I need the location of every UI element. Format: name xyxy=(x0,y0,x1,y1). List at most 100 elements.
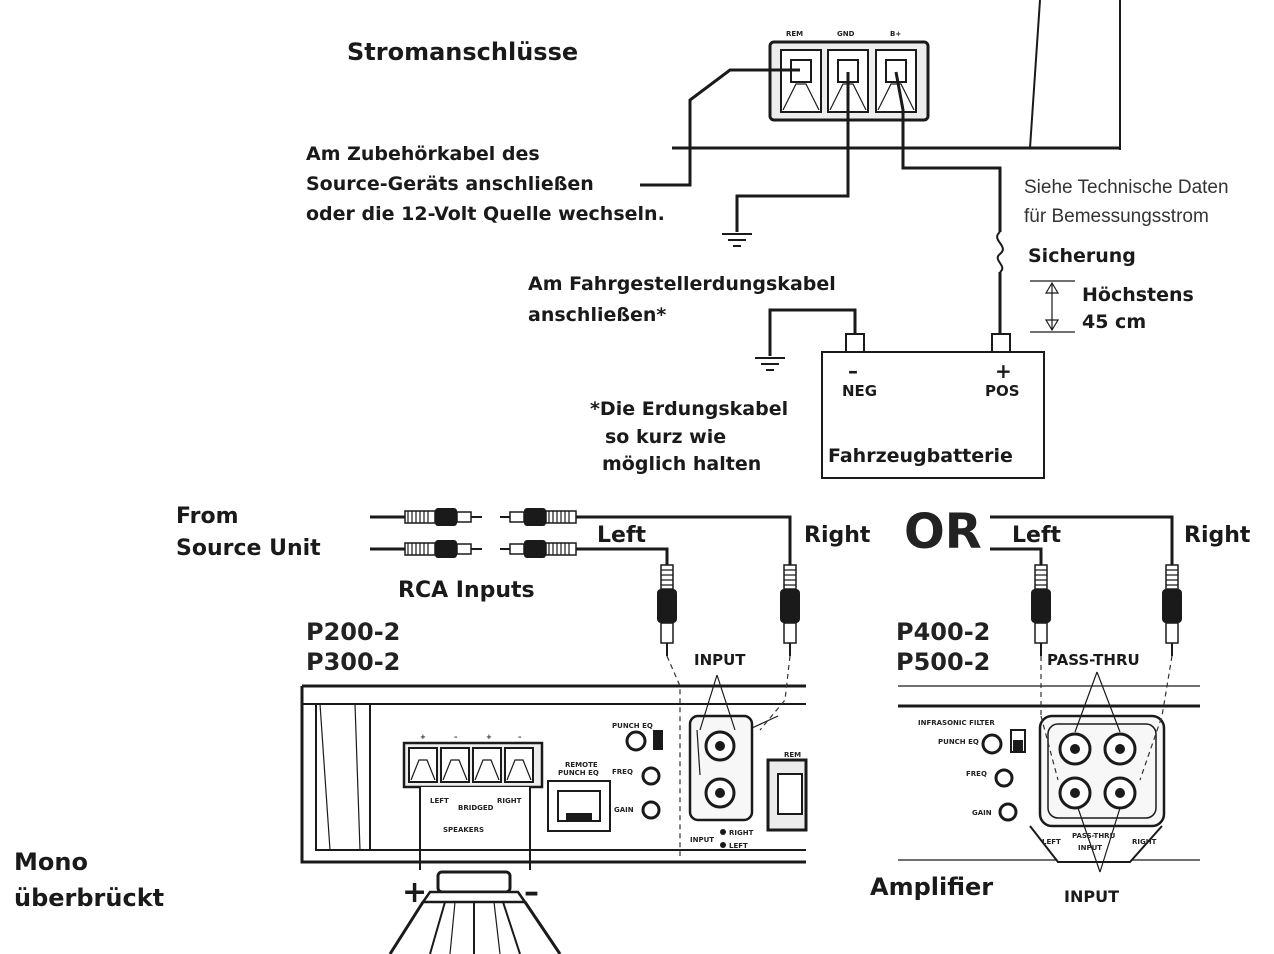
amp-right-body xyxy=(898,685,1200,861)
right-bottom-left: LEFT xyxy=(1042,838,1061,846)
spk-sign-2: – xyxy=(454,733,458,741)
gain-label: GAIN xyxy=(614,806,634,814)
gnd-wire xyxy=(735,72,850,232)
amplifier-label: Amplifier xyxy=(870,873,993,901)
remote-eq-jack-inner xyxy=(566,813,592,821)
battery-neg-label: NEG xyxy=(842,382,877,400)
amp-left-next-terminal xyxy=(777,773,803,815)
speaker-terminal-block xyxy=(402,741,544,851)
right-bottom-passthru: PASS-THRU xyxy=(1072,832,1116,840)
spec-note-1: Siehe Technische Daten xyxy=(1024,177,1229,198)
rca-plug-left-amp-1 xyxy=(657,564,677,656)
amp-left-dash-1 xyxy=(666,655,681,856)
amp-right-knobs xyxy=(981,729,1026,822)
rca-left-label-2: Left xyxy=(1012,523,1062,548)
remote-note-3: oder die 12-Volt Quelle wechseln. xyxy=(306,203,665,225)
amp-right-model-2: P500-2 xyxy=(896,648,990,676)
right-dot-icon xyxy=(720,829,726,835)
distance-indicator xyxy=(1030,280,1075,333)
terminal-rem-label: REM xyxy=(786,30,803,38)
woofer-plus-sign: + xyxy=(402,875,427,910)
amp-left-knobs xyxy=(625,730,663,820)
rem-wire xyxy=(640,68,800,187)
punch-eq-label: PUNCH EQ xyxy=(612,722,653,730)
spk-sub-left: LEFT xyxy=(430,797,449,805)
punch-eq-label-2: PUNCH EQ xyxy=(938,738,979,746)
remote-label-2: PUNCH EQ xyxy=(558,769,599,777)
left-small-label: LEFT xyxy=(729,842,748,850)
input-small-label: INPUT xyxy=(690,836,714,844)
power-terminal-block xyxy=(768,40,930,122)
left-dot-icon xyxy=(720,842,726,848)
terminal-bplus-label: B+ xyxy=(890,30,901,38)
rca-left-label: Left xyxy=(597,523,647,548)
rca-inputs-label: RCA Inputs xyxy=(398,578,535,603)
ground-note-1: *Die Erdungskabel xyxy=(590,398,788,420)
spk-sub-bridged: BRIDGED xyxy=(458,804,494,812)
battery-neg-sign: – xyxy=(848,359,858,383)
fuse-label: Sicherung xyxy=(1028,245,1136,267)
rca-connector-pair-top xyxy=(370,508,577,526)
amp-right-input-label: INPUT xyxy=(1064,887,1119,906)
amp-left-input-panel xyxy=(688,674,779,822)
rca-plug-right-amp-1 xyxy=(1031,564,1051,656)
chassis-ground-wire xyxy=(768,308,857,356)
freq-label: FREQ xyxy=(612,768,633,776)
rca-plug-right-amp-2 xyxy=(1162,564,1182,656)
rca-right-label-2: Right xyxy=(1184,523,1251,548)
fuse-icon xyxy=(996,231,1004,273)
right-small-label: RIGHT xyxy=(729,829,754,837)
freq-label-2: FREQ xyxy=(966,770,987,778)
mono-label-2: überbrückt xyxy=(14,884,164,912)
amp-right-dash-2 xyxy=(1139,655,1173,781)
power-title: Stromanschlüsse xyxy=(347,38,578,66)
pass-thru-label: PASS-THRU xyxy=(1047,651,1140,669)
subwoofer-icon xyxy=(388,850,562,954)
battery-label: Fahrzeugbatterie xyxy=(828,445,1013,467)
spk-sign-3: + xyxy=(486,733,492,741)
rca-wire-left xyxy=(576,547,669,565)
ground-symbol-icon xyxy=(722,233,752,247)
remote-note-2: Source-Geräts anschließen xyxy=(306,173,594,195)
amp-housing-edge xyxy=(1029,0,1121,150)
spk-sub-right: RIGHT xyxy=(497,797,522,805)
amp-left-dash-2 xyxy=(759,655,791,731)
amp-left-body xyxy=(300,684,806,864)
chassis-note-1: Am Fahrgestellerdungskabel xyxy=(528,273,836,295)
mono-label-1: Mono xyxy=(14,848,88,876)
rca-wire-left-2 xyxy=(990,547,1043,565)
bplus-wire xyxy=(894,71,1002,232)
battery-pos-sign: + xyxy=(995,359,1012,383)
ground-note-2: so kurz wie xyxy=(605,426,726,448)
remote-label-1: REMOTE xyxy=(565,761,598,769)
spk-sign-1: + xyxy=(420,733,426,741)
max-label-2: 45 cm xyxy=(1082,311,1146,333)
or-label: OR xyxy=(904,504,982,560)
max-label-1: Höchstens xyxy=(1082,284,1194,306)
rca-wire-right-2 xyxy=(990,515,1174,565)
speakers-label: SPEAKERS xyxy=(443,826,484,834)
right-bottom-input: INPUT xyxy=(1078,844,1102,852)
remote-note-1: Am Zubehörkabel des xyxy=(306,143,540,165)
amp-left-model-2: P300-2 xyxy=(306,648,400,676)
amp-left-model-1: P200-2 xyxy=(306,618,400,646)
gain-label-2: GAIN xyxy=(972,809,992,817)
vehicle-battery xyxy=(821,333,1045,479)
rca-right-label: Right xyxy=(804,523,871,548)
rem-cut-label: REM xyxy=(784,751,801,759)
spk-sign-4: – xyxy=(518,733,522,741)
right-bottom-right: RIGHT xyxy=(1132,838,1157,846)
infrasonic-label: INFRASONIC FILTER xyxy=(918,719,995,727)
chassis-ground-icon xyxy=(755,357,785,371)
amp-right-model-1: P400-2 xyxy=(896,618,990,646)
amp-right-jack-panel xyxy=(1029,671,1166,873)
ground-note-3: möglich halten xyxy=(602,453,761,475)
from-label-1: From xyxy=(176,504,239,529)
from-label-2: Source Unit xyxy=(176,536,321,561)
battery-pos-label: POS xyxy=(985,382,1020,400)
amp-right-dash-1 xyxy=(1040,656,1059,781)
spec-note-2: für Bemessungsstrom xyxy=(1024,206,1209,227)
chassis-note-2: anschließen* xyxy=(528,304,666,326)
amp-left-input-label: INPUT xyxy=(694,651,746,669)
